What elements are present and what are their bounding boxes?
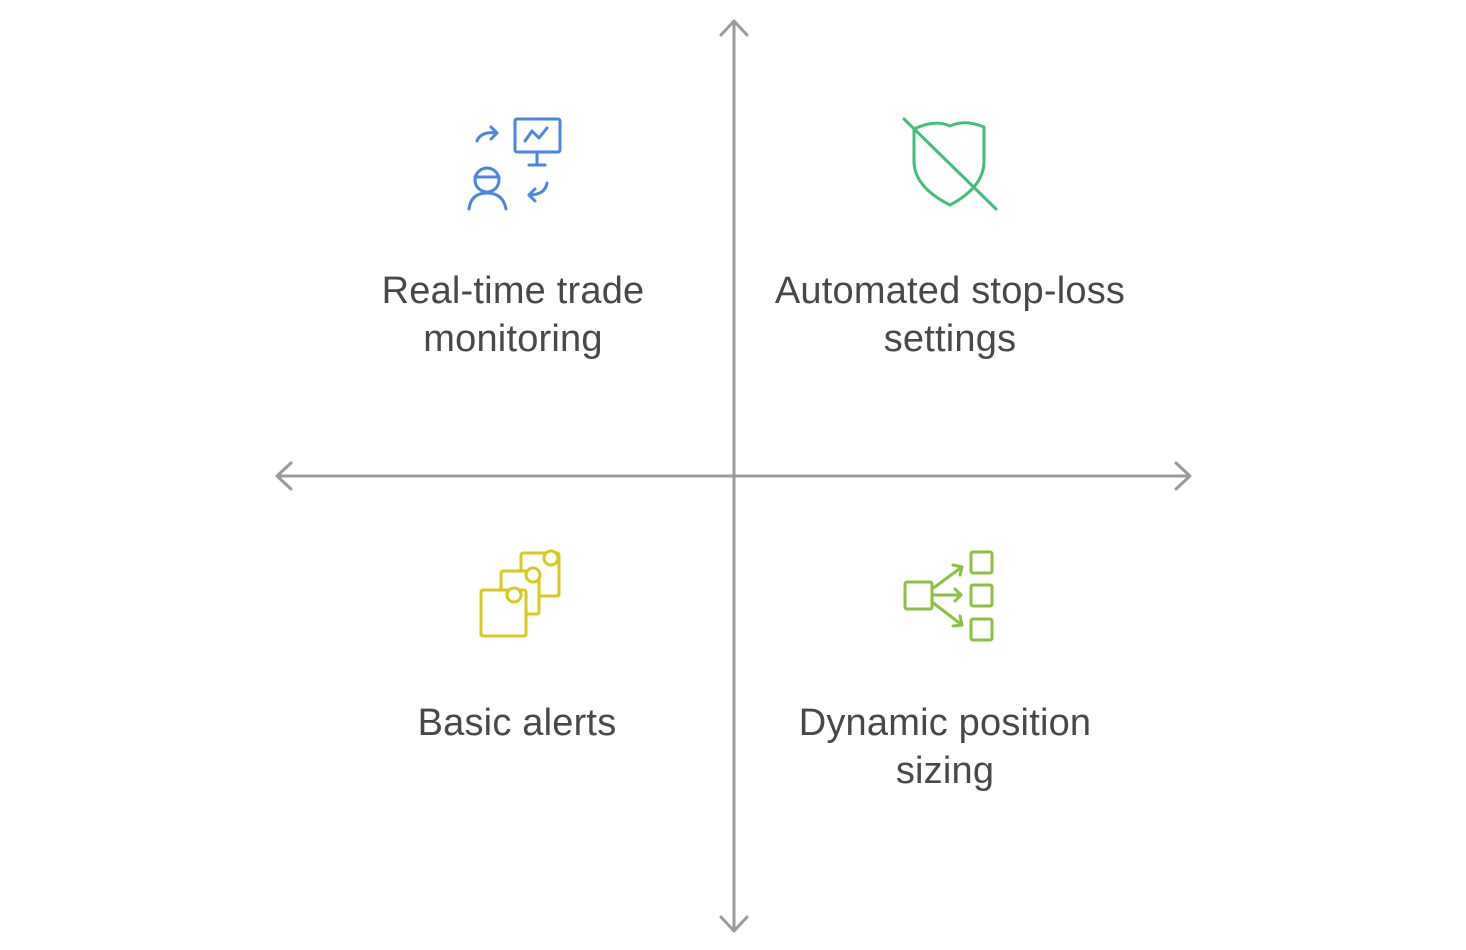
shield-off-icon [902, 117, 998, 211]
quadrant-label-bottom-left: Basic alerts [417, 702, 617, 744]
user-monitor-icon [467, 117, 562, 211]
quadrant-label-top-right: Automated stop-loss settings [774, 270, 1126, 360]
quadrant-label-bottom-right: Dynamic position sizing [798, 702, 1092, 792]
quadrant-top-left: Real-time trade monitoring [313, 113, 713, 363]
axis-arrow-up [719, 19, 749, 37]
axis-arrow-down [719, 915, 749, 933]
quadrant-bottom-left: Basic alerts [317, 545, 717, 747]
quadrant-top-right: Automated stop-loss settings [750, 113, 1150, 363]
quadrant-label-top-left: Real-time trade monitoring [381, 270, 645, 360]
axis-arrow-right [1174, 461, 1192, 491]
stacked-notifications-icon [479, 549, 561, 638]
branching-boxes-icon [903, 550, 994, 642]
quadrant-bottom-right: Dynamic position sizing [745, 545, 1145, 795]
axis-arrow-left [275, 461, 293, 491]
